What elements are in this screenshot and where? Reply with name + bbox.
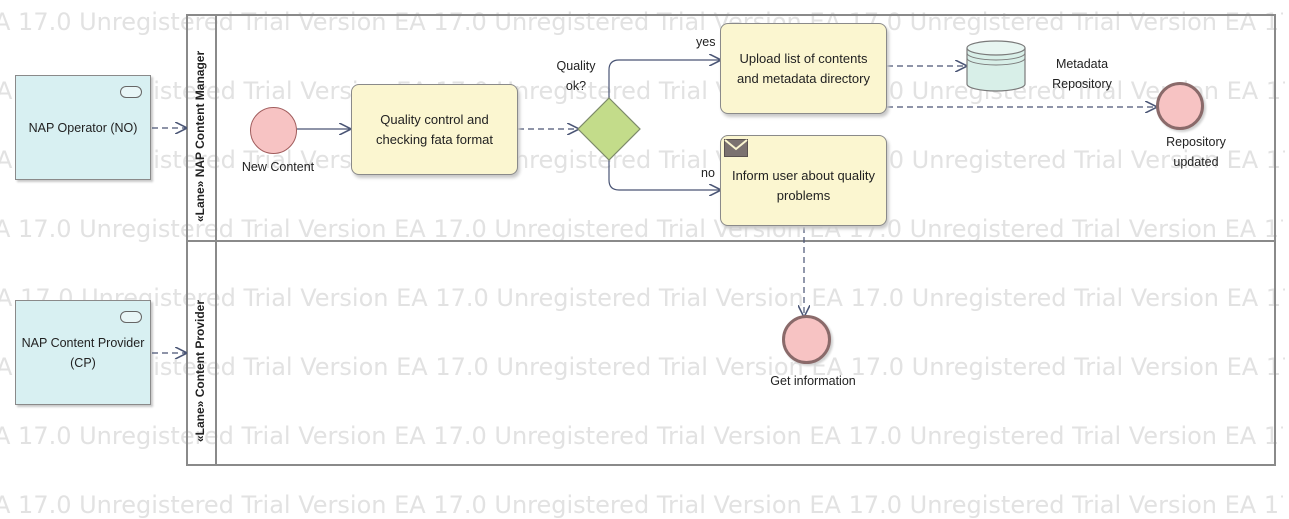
task-label: Quality control and checking fata format <box>375 111 494 147</box>
end-event-label: Repository updated <box>1166 135 1226 169</box>
participant-label: NAP Operator (NO) <box>28 120 138 135</box>
participant-label: NAP Content Provider (CP) <box>21 335 145 370</box>
end-event-repository-updated[interactable] <box>1156 82 1204 130</box>
flow-gateway-yes[interactable] <box>608 60 720 98</box>
flow-label-no: no <box>701 166 715 180</box>
participant-nap-operator[interactable]: NAP Operator (NO) <box>15 75 151 180</box>
task-upload[interactable]: Upload list of contents and metadata dir… <box>720 23 887 114</box>
datastore-label: Metadata Repository <box>1052 57 1112 91</box>
task-quality-control[interactable]: Quality control and checking fata format <box>351 84 518 175</box>
task-inform-user[interactable]: Inform user about quality problems <box>720 135 887 226</box>
end-event-get-information[interactable] <box>782 315 831 364</box>
gateway-label: Quality ok? <box>556 59 596 93</box>
task-label: Upload list of contents and metadata dir… <box>737 50 870 86</box>
lane-header-strip <box>186 14 217 466</box>
end-event-get-info-label: Get information <box>770 374 856 388</box>
task-label: Inform user about quality problems <box>731 167 876 203</box>
start-event-label: New Content <box>241 160 315 174</box>
participant-pill-icon <box>120 86 142 98</box>
flow-label-yes: yes <box>696 35 716 49</box>
start-event-new-content[interactable] <box>250 107 297 154</box>
flow-gateway-no[interactable] <box>608 160 720 190</box>
datastore-icon[interactable] <box>966 40 1026 92</box>
participant-nap-content-provider[interactable]: NAP Content Provider (CP) <box>15 300 151 405</box>
connectors-layer <box>152 40 1289 508</box>
envelope-icon <box>724 139 748 157</box>
participant-pill-icon <box>120 311 142 323</box>
diagram-canvas: A 17.0 Unregistered Trial Version EA 17.… <box>0 8 1289 519</box>
gateway-diamond[interactable] <box>577 97 641 161</box>
